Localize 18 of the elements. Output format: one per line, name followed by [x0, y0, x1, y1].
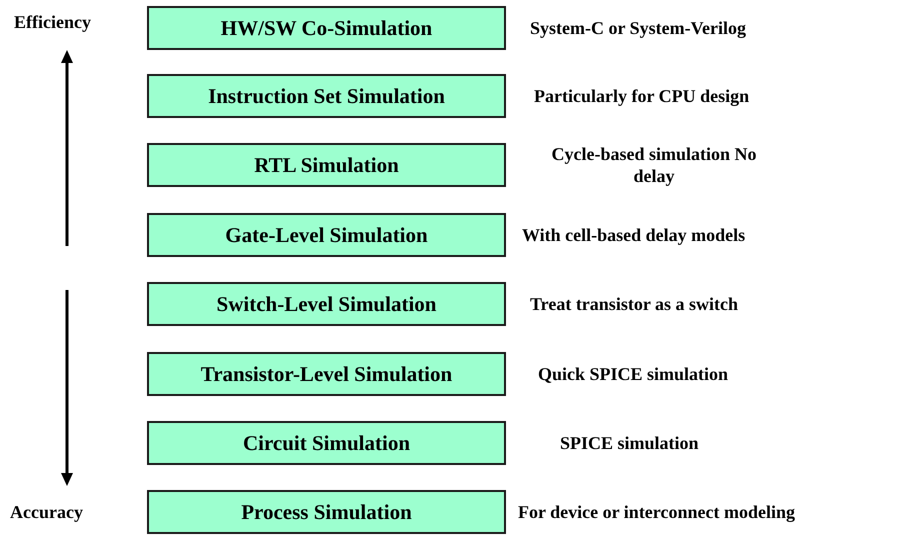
axis-label: Accuracy	[10, 502, 83, 523]
process-box: Instruction Set Simulation	[147, 74, 506, 118]
process-box: Circuit Simulation	[147, 421, 506, 465]
process-box: HW/SW Co-Simulation	[147, 6, 506, 50]
process-box: Switch-Level Simulation	[147, 282, 506, 326]
process-box: RTL Simulation	[147, 143, 506, 187]
side-note: For device or interconnect modeling	[518, 500, 795, 524]
side-note: Cycle-based simulation No delay	[550, 142, 758, 188]
side-note: With cell-based delay models	[522, 224, 746, 246]
side-note: Particularly for CPU design	[534, 84, 750, 108]
side-note: Treat transistor as a switch	[530, 292, 738, 316]
side-note: SPICE simulation	[560, 432, 699, 454]
process-box: Process Simulation	[147, 490, 506, 534]
axis-label: Efficiency	[14, 12, 91, 33]
side-note: Quick SPICE simulation	[538, 362, 728, 386]
process-box: Gate-Level Simulation	[147, 213, 506, 257]
side-note: System-C or System-Verilog	[530, 16, 746, 40]
process-box: Transistor-Level Simulation	[147, 352, 506, 396]
